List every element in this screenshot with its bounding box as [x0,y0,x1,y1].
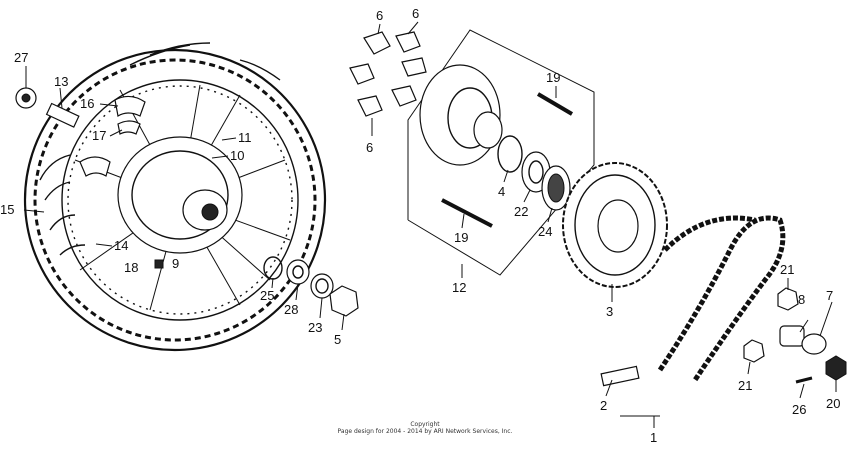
nut-20[interactable] [825,355,847,381]
bearing-28[interactable] [286,259,310,285]
callout-6c: 6 [366,140,373,155]
copyright-notice: Page design for 2004 - 2014 by ARI Netwo… [337,428,513,435]
callout-26: 26 [792,402,806,417]
axle-nut-5[interactable] [329,285,359,317]
callout-6b: 6 [412,6,419,21]
driven-sprocket-3[interactable] [562,162,668,288]
adjuster-8[interactable] [779,325,805,347]
leader-lines [23,21,837,428]
callout-20: 20 [826,396,840,411]
collar-4[interactable] [497,135,523,173]
axle-sleeve-13[interactable] [45,102,80,128]
sprocket-hub-flange[interactable] [419,64,503,166]
tube-16[interactable] [114,95,146,117]
callout-18: 18 [124,260,138,275]
seal-23[interactable] [310,273,334,299]
rear-hub[interactable] [117,136,243,254]
callout-11: 11 [238,130,252,145]
rim-band-17[interactable] [117,120,141,135]
collar-25[interactable] [263,256,283,280]
drive-chain-1[interactable] [657,215,786,382]
oil-seal-24[interactable] [541,165,571,211]
callout-2: 2 [600,398,607,413]
callout-13: 13 [54,74,68,89]
callout-15: 15 [0,202,14,217]
callout-17: 17 [92,128,106,143]
adjuster-plate-7[interactable] [801,333,827,355]
master-link-2[interactable] [600,365,640,387]
nut-21a[interactable] [777,287,799,311]
callout-14: 14 [114,238,128,253]
stud-bolt-19a[interactable] [536,92,574,116]
callout-8: 8 [798,292,805,307]
callout-27: 27 [14,50,28,65]
copyright-label: Copyright [410,421,440,428]
callout-4: 4 [498,184,505,199]
callout-5: 5 [334,332,341,347]
valve-14[interactable] [79,156,111,177]
callout-24: 24 [538,224,552,239]
rear-tire[interactable] [0,11,364,389]
cotter-pin-26[interactable] [795,376,813,384]
damper-rubbers-6[interactable] [349,31,427,117]
callout-21a: 21 [780,262,794,277]
callout-16: 16 [80,96,94,111]
callout-19b: 19 [454,230,468,245]
callout-10: 10 [230,148,244,163]
callout-12: 12 [452,280,466,295]
callout-1: 1 [650,430,657,445]
callout-25: 25 [260,288,274,303]
callout-labels: 27 13 16 17 11 10 15 14 18 9 25 28 23 5 … [0,6,840,445]
callout-9: 9 [172,256,179,271]
callout-21b: 21 [738,378,752,393]
callout-3: 3 [606,304,613,319]
callout-7: 7 [826,288,833,303]
stud-bolt-19b[interactable] [441,198,493,228]
callout-19a: 19 [546,70,560,85]
rim-lock-18[interactable] [154,259,164,269]
callout-23: 23 [308,320,322,335]
callout-6a: 6 [376,8,383,23]
callout-28: 28 [284,302,298,317]
tire-tread-detail [39,42,281,256]
assembly-bracket-12 [407,29,595,276]
bearing-27[interactable] [15,87,37,109]
nut-21b[interactable] [743,339,765,363]
callout-22: 22 [514,204,528,219]
